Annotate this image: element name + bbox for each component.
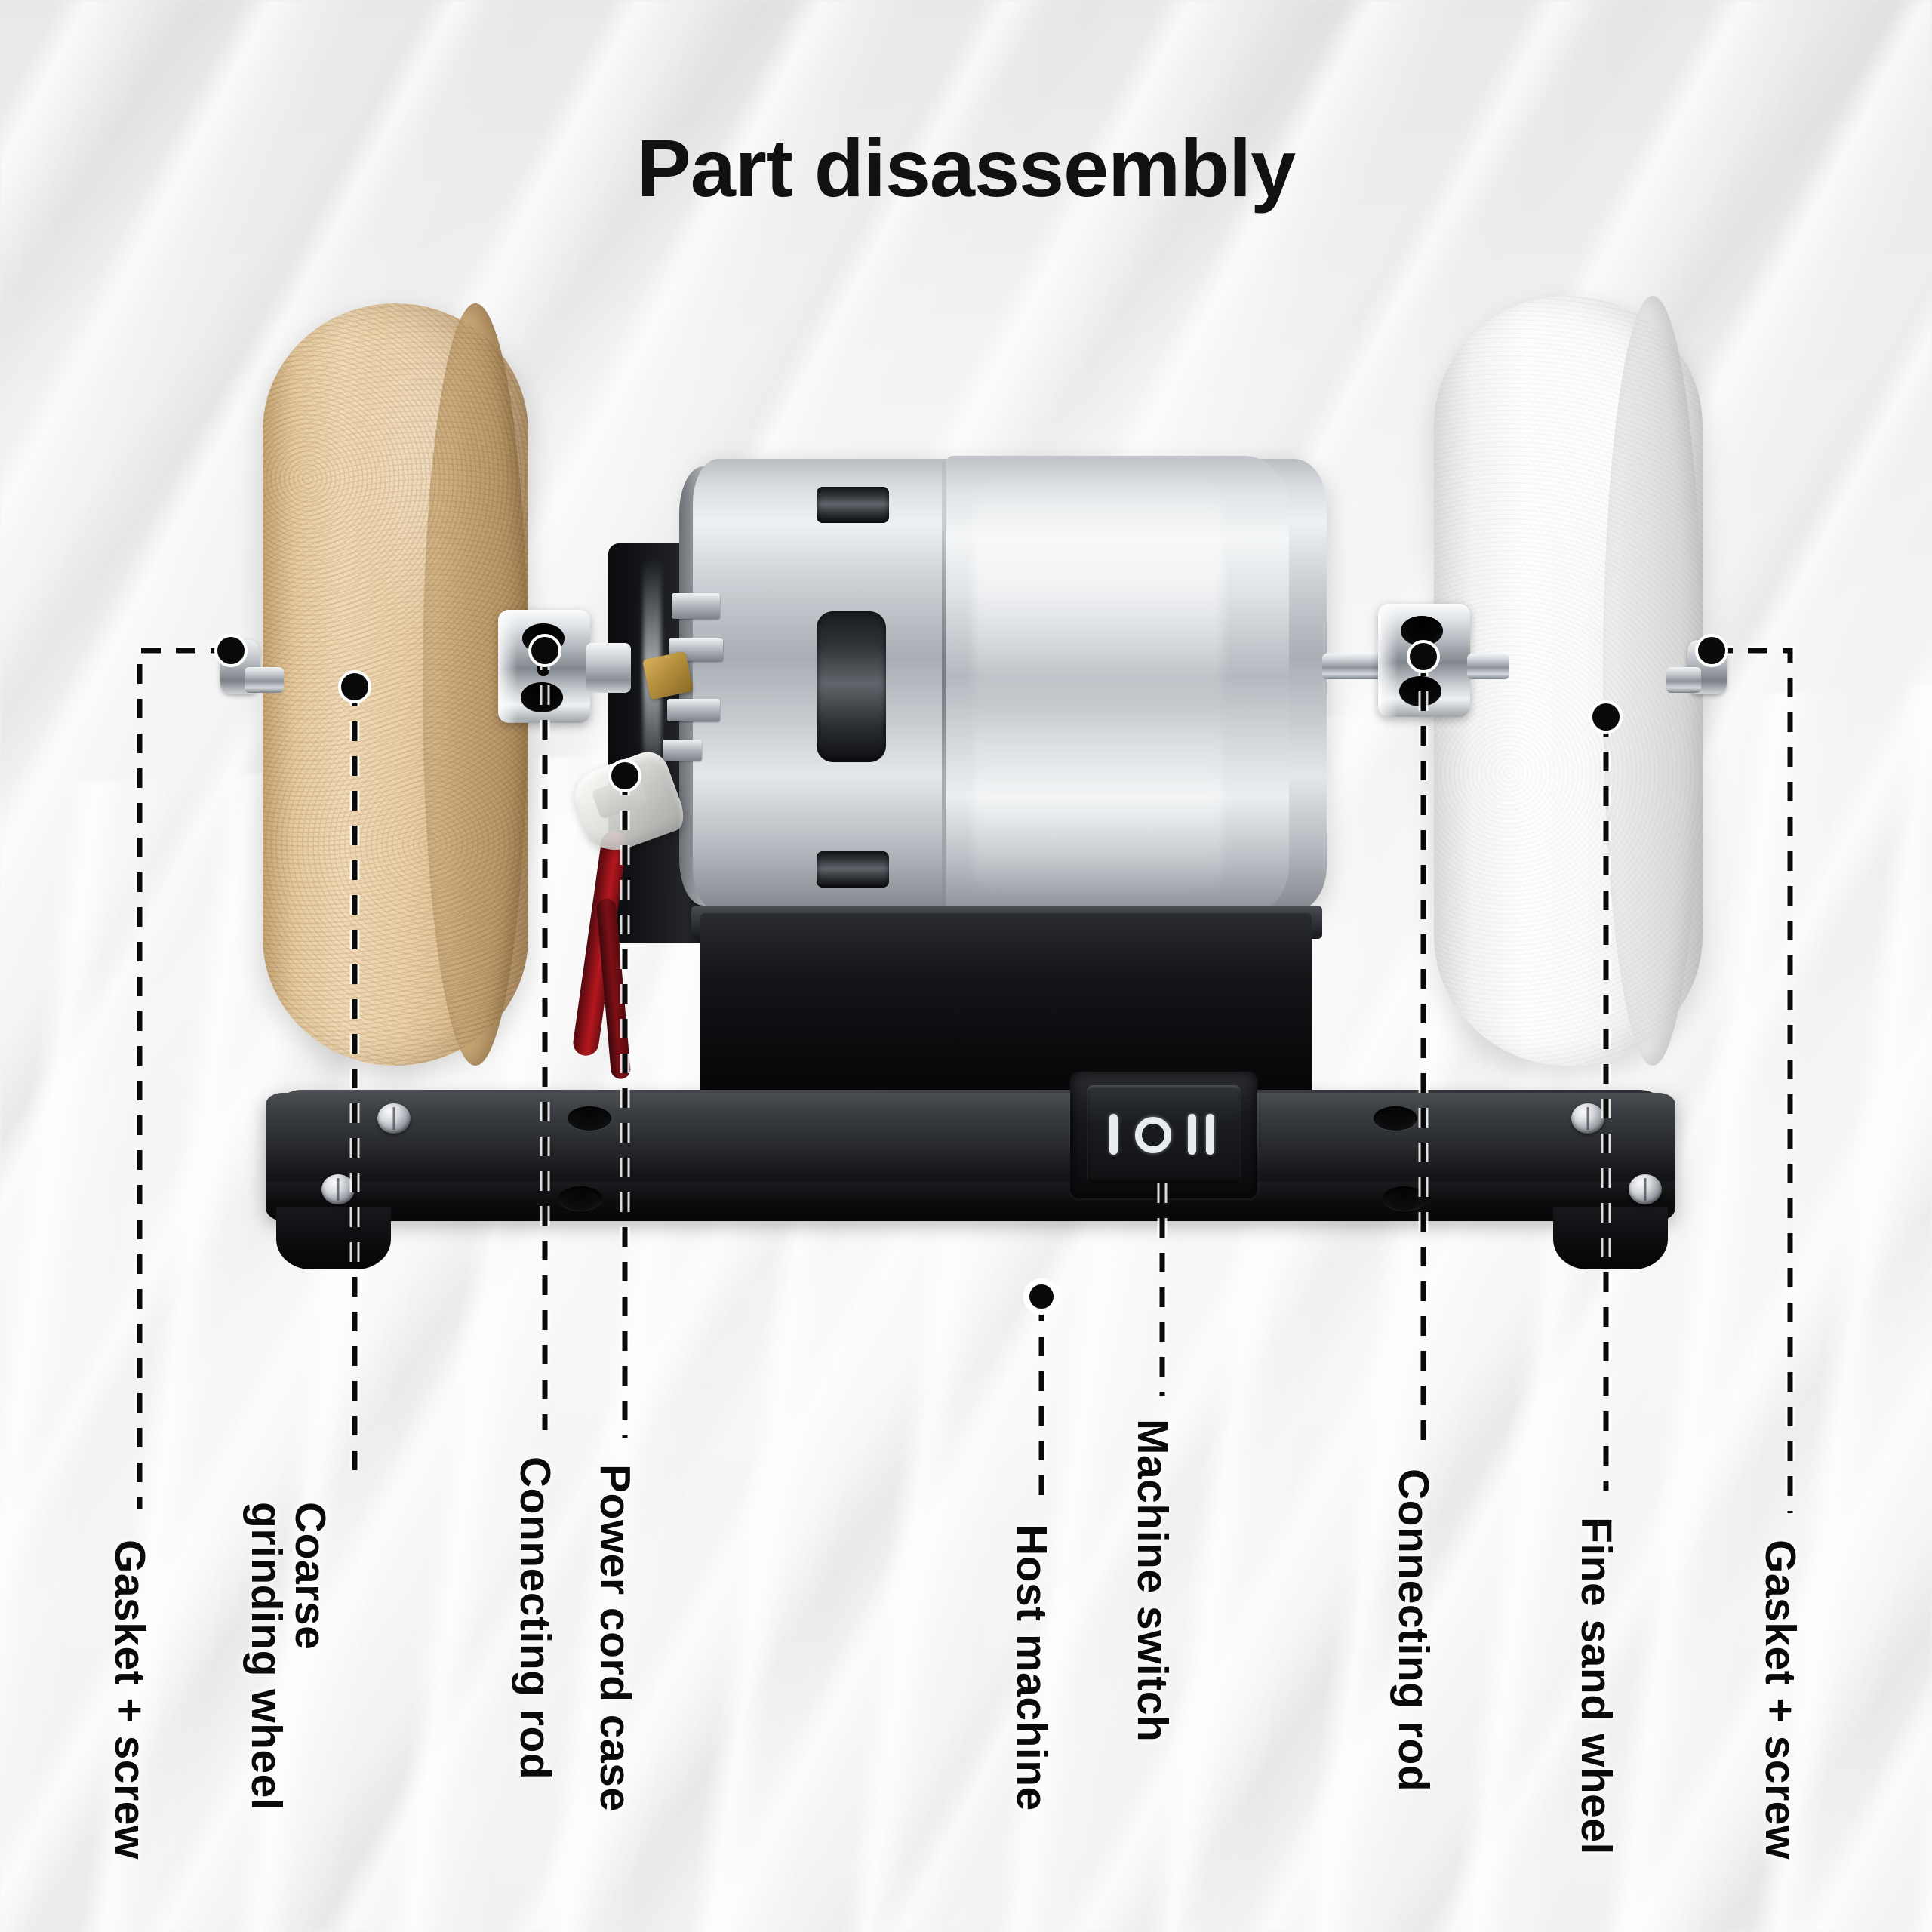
left-coupler-stub — [586, 643, 631, 693]
coupler-hole-top — [1401, 616, 1443, 646]
label-machine-switch: Machine switch — [1128, 1419, 1177, 1743]
base-screw-bottom-left — [321, 1174, 355, 1204]
switch-mark-II-a — [1188, 1114, 1196, 1155]
base-hole-upper-left — [568, 1106, 611, 1131]
switch-mark-II-b — [1206, 1114, 1214, 1155]
base-screw-bottom-right — [1629, 1174, 1662, 1204]
terminal-lower — [667, 699, 720, 721]
right-coupler-shaft — [1467, 654, 1509, 679]
connecting-rod-right — [1378, 604, 1470, 717]
left-shaft-end — [245, 667, 284, 693]
motor-seam — [942, 462, 946, 912]
label-power-cord-case: Power cord case — [591, 1464, 639, 1812]
label-coarse-grinding-wheel: Coarse grinding wheel — [242, 1502, 334, 1811]
base-hole-lower-left — [558, 1186, 602, 1211]
label-fine-sand-wheel: Fine sand wheel — [1572, 1517, 1620, 1855]
label-host-machine: Host machine — [1008, 1524, 1056, 1811]
motor-highlight — [974, 475, 1223, 898]
motor-vent-bottom — [817, 851, 889, 888]
coarse-grinding-wheel-texture — [263, 303, 528, 1066]
base-foot-left — [276, 1208, 391, 1269]
page-title: Part disassembly — [636, 122, 1296, 214]
switch-mark-I — [1109, 1114, 1118, 1155]
right-shaft-end — [1666, 667, 1701, 693]
terminal-upper — [672, 593, 720, 619]
base-hole-upper-right — [1374, 1106, 1417, 1131]
switch-mark-O — [1135, 1117, 1171, 1153]
label-connecting-rod-left: Connecting rod — [511, 1457, 559, 1780]
base-screw-top-left — [377, 1103, 411, 1134]
label-line-2: grinding wheel — [242, 1502, 291, 1811]
coupler-slot-upper — [1416, 651, 1428, 670]
base-plate-edge — [266, 1182, 1675, 1221]
label-gasket-screw-right: Gasket + screw — [1756, 1540, 1804, 1860]
label-gasket-screw-left: Gasket + screw — [106, 1540, 154, 1860]
connecting-rod-left — [498, 610, 590, 723]
machine-switch[interactable] — [1087, 1085, 1241, 1183]
base-foot-right — [1553, 1208, 1668, 1269]
motor-vent-middle — [817, 611, 886, 762]
motor-vent-top — [817, 487, 889, 523]
coupler-hole-bottom — [1399, 676, 1441, 706]
label-line-1: Coarse — [286, 1502, 334, 1651]
terminal-bottom — [663, 740, 702, 761]
label-connecting-rod-right: Connecting rod — [1389, 1469, 1438, 1792]
coupler-slot-upper — [537, 658, 549, 676]
fine-sand-wheel-texture — [1434, 296, 1703, 1066]
base-hole-lower-right — [1383, 1186, 1426, 1211]
base-screw-top-right — [1571, 1103, 1604, 1134]
coupler-hole-bottom — [521, 682, 563, 712]
coupler-hole-top — [522, 623, 565, 654]
